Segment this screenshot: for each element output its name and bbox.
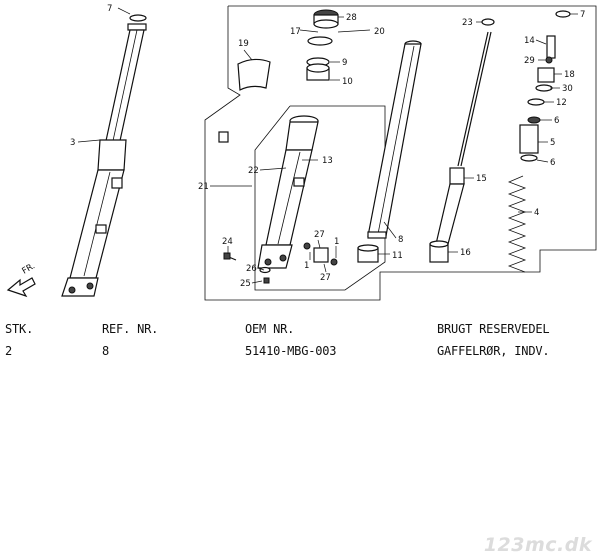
callout: 5 <box>550 138 555 148</box>
header-oem: OEM NR. <box>245 322 295 336</box>
direction-label: FR. <box>21 261 37 276</box>
callout: 8 <box>398 235 403 245</box>
callout: 30 <box>562 84 573 94</box>
slider-group-boundary <box>254 105 386 291</box>
callout: 28 <box>346 13 357 23</box>
callout: 10 <box>342 77 353 87</box>
row-oem: 51410-MBG-003 <box>245 344 337 358</box>
callout: 1 <box>304 261 309 271</box>
parts-table: STK. REF. NR. OEM NR. BRUGT RESERVEDEL 2… <box>0 318 600 362</box>
damper-rod <box>429 31 492 263</box>
table-header-row: STK. REF. NR. OEM NR. BRUGT RESERVEDEL <box>0 318 600 340</box>
front-direction-arrow: FR. <box>6 261 37 298</box>
callout: 16 <box>460 248 471 258</box>
callout: 19 <box>238 39 249 49</box>
callout: 7 <box>580 10 585 20</box>
callout: 7 <box>107 4 112 14</box>
outer-slider <box>257 115 319 269</box>
callout: 29 <box>524 56 535 66</box>
assembly-boundary <box>204 5 597 301</box>
row-qty: 2 <box>5 344 13 358</box>
header-ref: REF. NR. <box>102 322 159 336</box>
header-qty: STK. <box>5 322 34 336</box>
callout: 3 <box>70 138 75 148</box>
callout: 6 <box>554 116 559 126</box>
callout: 14 <box>524 36 535 46</box>
assembled-fork-leg <box>61 14 147 297</box>
callout: 25 <box>240 279 251 289</box>
callout-labels: 7 3 21 22 13 19 17 28 20 9 10 23 7 14 29… <box>70 4 585 289</box>
callout: 27 <box>320 273 331 283</box>
watermark-logo: 123mc.dk <box>483 534 592 556</box>
table-row: 2 8 51410-MBG-003 GAFFELRØR, INDV. <box>0 340 600 362</box>
washers-group <box>303 242 338 266</box>
callout: 9 <box>342 58 347 68</box>
callout: 27 <box>314 230 325 240</box>
callout: 15 <box>476 174 487 184</box>
callout: 6 <box>550 158 555 168</box>
callout: 4 <box>534 208 539 218</box>
callout: 20 <box>374 27 385 37</box>
header-desc: BRUGT RESERVEDEL <box>437 322 550 336</box>
inner-fork-tube <box>357 40 422 263</box>
callout: 12 <box>556 98 567 108</box>
row-ref: 8 <box>102 344 110 358</box>
callout: 26 <box>246 264 257 274</box>
seal-stack <box>306 9 339 81</box>
fork-spring <box>507 175 527 273</box>
top-parts <box>481 10 571 162</box>
row-desc: GAFFELRØR, INDV. <box>437 344 550 358</box>
callout: 21 <box>198 182 209 192</box>
callout: 18 <box>564 70 575 80</box>
callout: 22 <box>248 166 259 176</box>
exploded-fork-diagram: FR. <box>6 4 597 301</box>
callout: 23 <box>462 18 473 28</box>
callout: 17 <box>290 27 301 37</box>
callout: 24 <box>222 237 233 247</box>
small-parts-left <box>218 131 271 284</box>
callout: 11 <box>392 251 403 261</box>
leader-lines <box>77 7 578 284</box>
callout: 13 <box>322 156 333 166</box>
fork-guide <box>237 58 271 91</box>
callout: 1 <box>334 237 339 247</box>
